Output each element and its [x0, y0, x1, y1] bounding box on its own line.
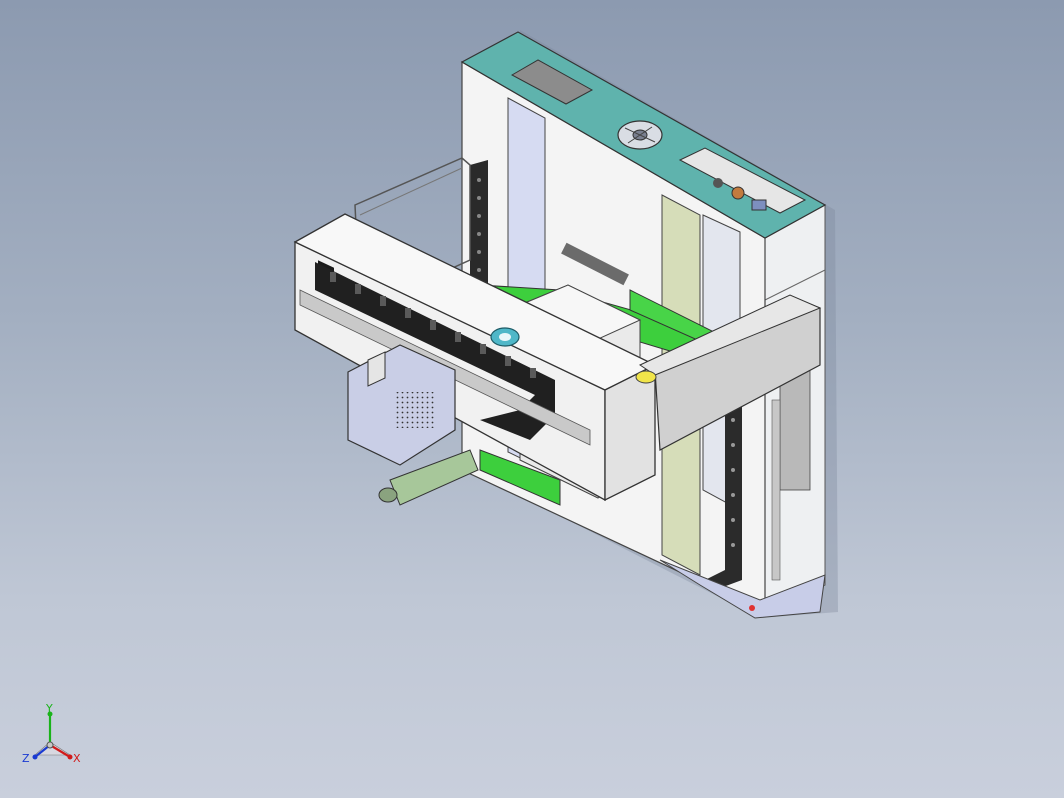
cable-chain-horizontal-body [315, 262, 555, 440]
side-seam [764, 269, 826, 301]
triad-origin [46, 741, 54, 749]
x-axis-label: X [73, 752, 81, 765]
green-plate-lower [479, 449, 561, 506]
bottom-tray [659, 559, 826, 619]
connector-panel [678, 147, 807, 214]
socket-icon [751, 199, 767, 211]
knob-icon [378, 487, 398, 503]
indicator-light [749, 605, 755, 611]
yellow-cap [635, 370, 657, 384]
vent-mesh-lower [771, 399, 781, 581]
x-axis-line [49, 744, 71, 758]
motor-vent-grid [395, 392, 435, 428]
cable-chain-vertical-left [470, 160, 488, 295]
vent-mesh-upper [779, 369, 811, 491]
connector-icon [713, 178, 723, 188]
view-triad[interactable]: Y X Z [20, 700, 90, 770]
display-slot [510, 59, 594, 105]
z-axis-label: Z [22, 752, 30, 765]
motor-bracket [367, 351, 386, 387]
left-frame-inner [359, 167, 463, 216]
power-connector-icon [731, 186, 745, 200]
cable-chain-vertical-right [705, 392, 742, 590]
y-axis-label: Y [45, 702, 53, 715]
label-plate [561, 242, 629, 286]
